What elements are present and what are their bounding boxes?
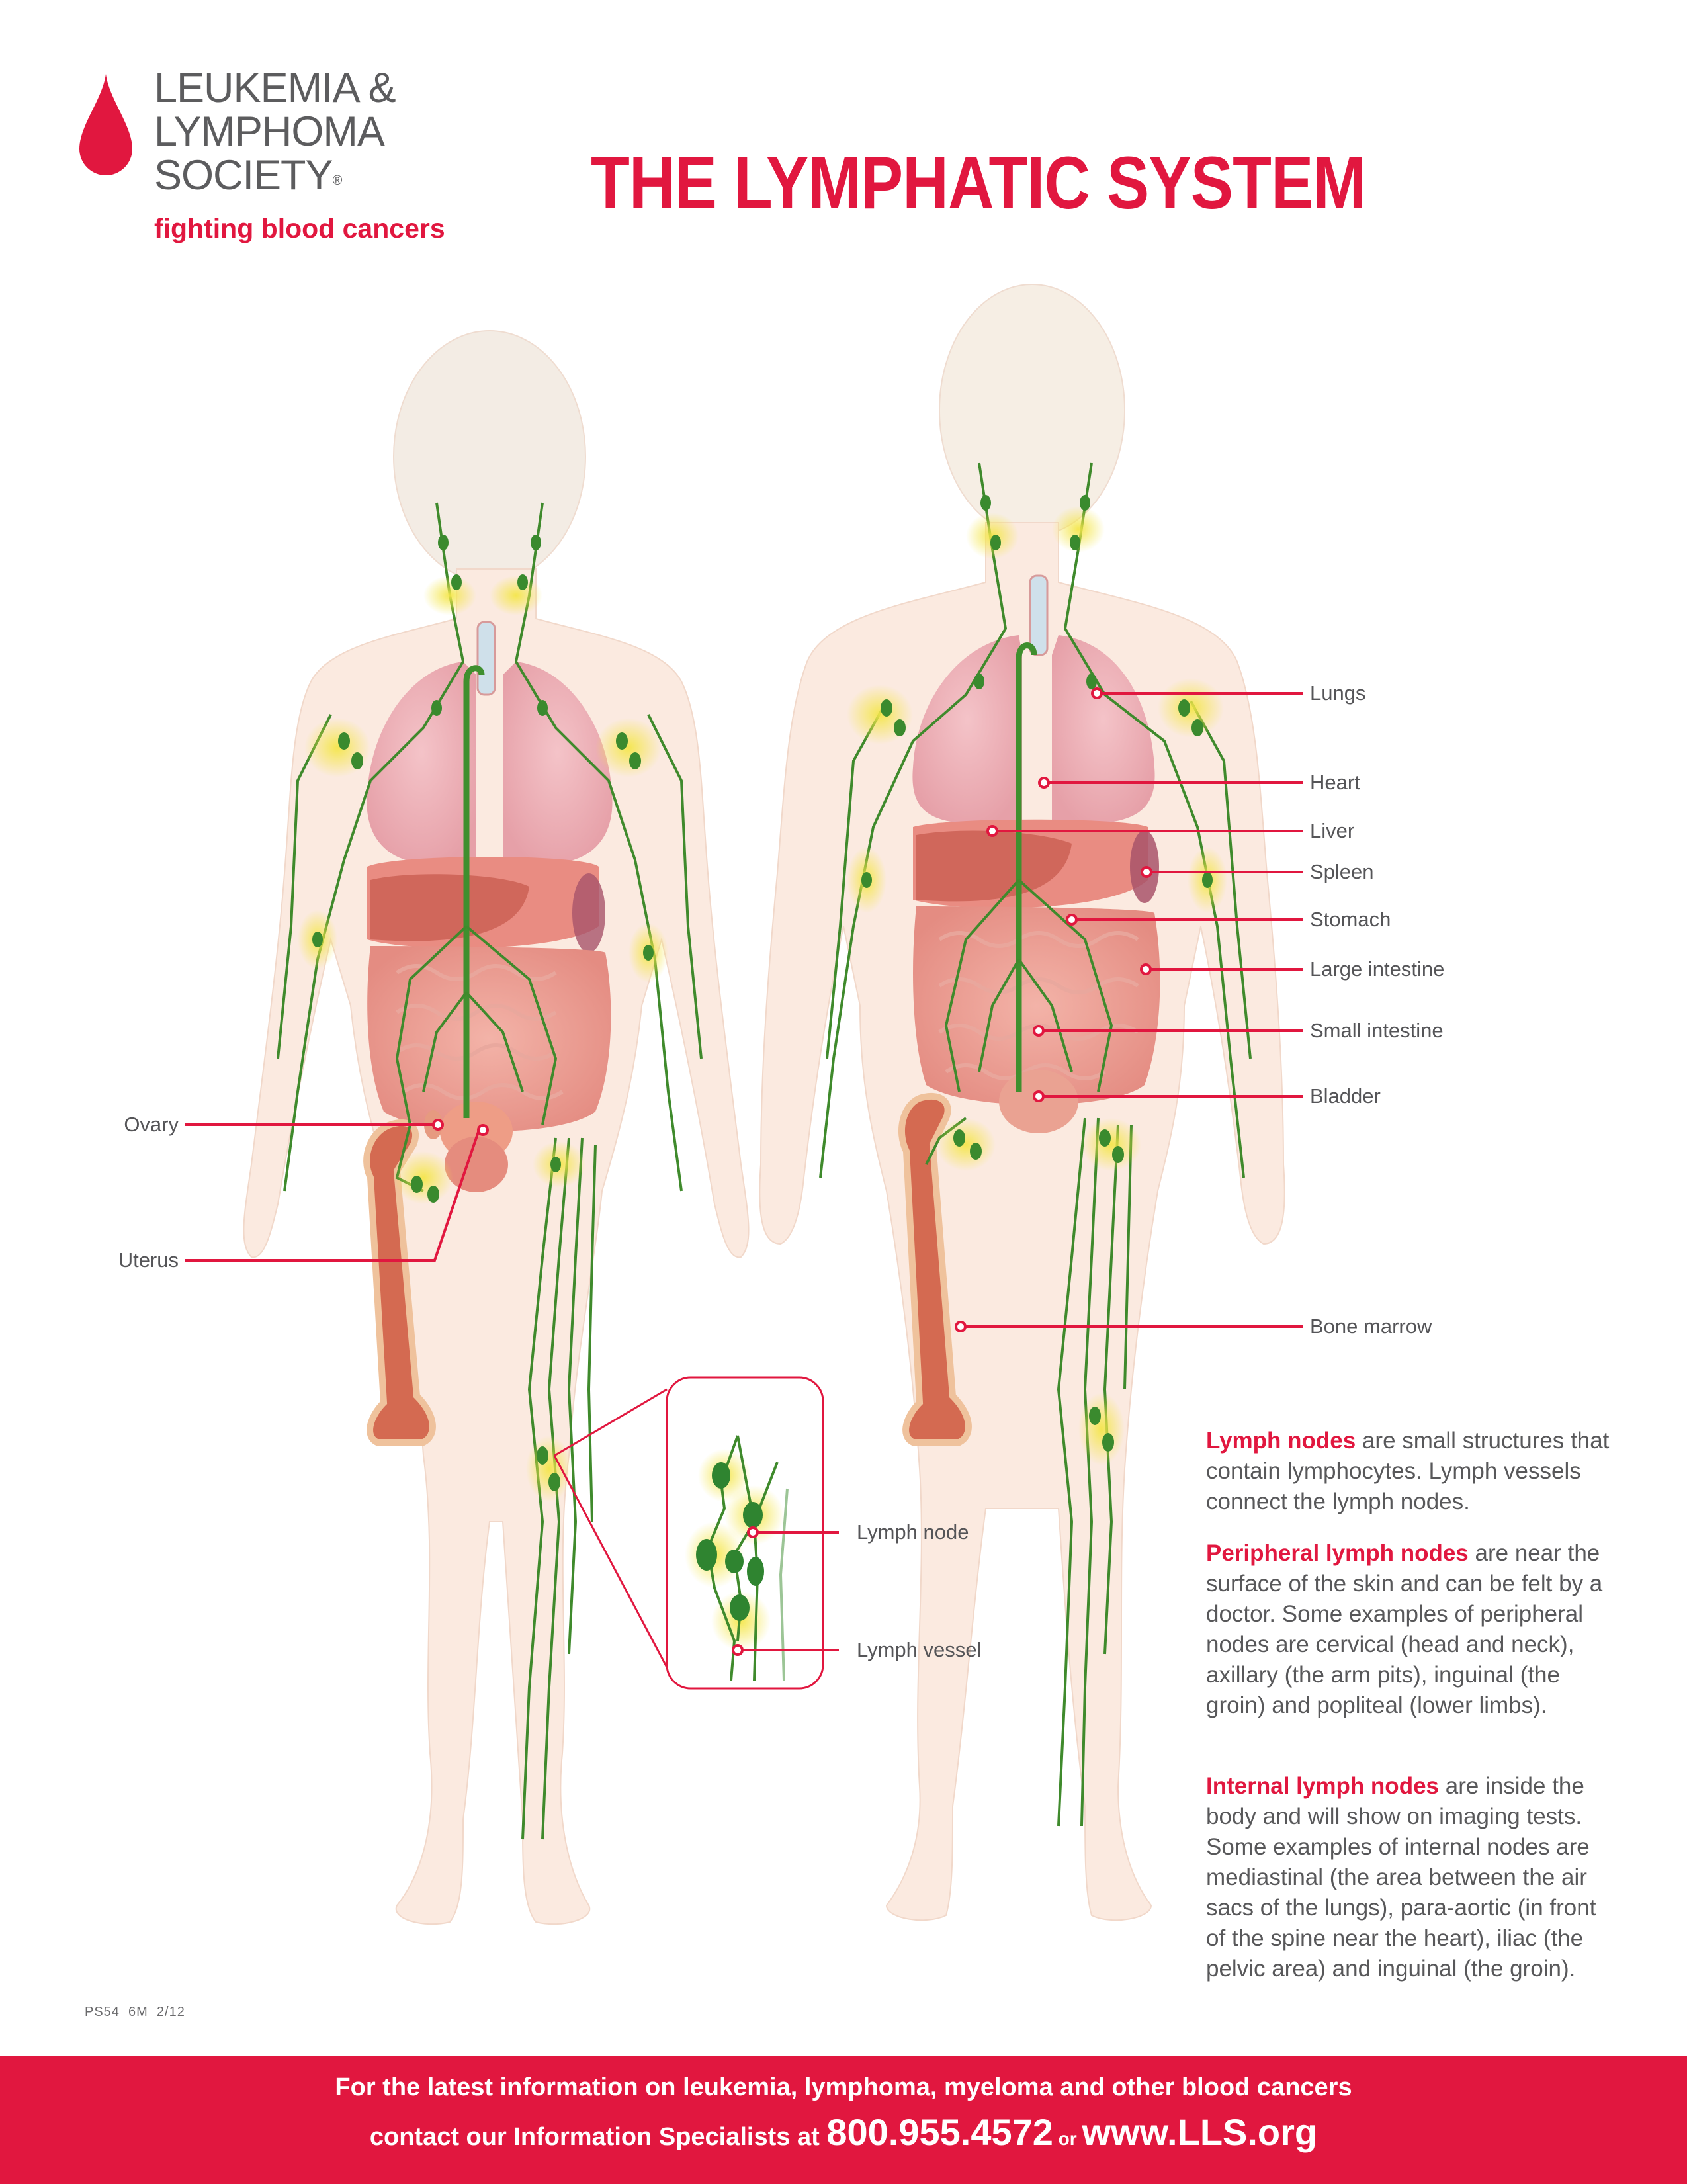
page-title: THE LYMPHATIC SYSTEM [591,142,1366,224]
footer-contact-text: contact our Information Specialists at [369,2123,827,2151]
org-line-2: LYMPHOMA [154,109,385,155]
label-bone-marrow: Bone marrow [1310,1315,1432,1338]
label-bladder: Bladder [1310,1084,1381,1108]
org-line-3: SOCIETY® [154,153,396,197]
info-peripheral-nodes-text: are near the surface of the skin and can… [1206,1540,1603,1718]
tagline: fighting blood cancers [154,213,445,243]
label-liver: Liver [1310,819,1355,842]
leader-lines [185,692,1303,1651]
footer-banner: For the latest information on leukemia, … [0,2056,1687,2184]
label-lungs: Lungs [1310,681,1366,705]
footer-line-1: For the latest information on leukemia, … [335,2074,1352,2101]
info-lymph-nodes-term: Lymph nodes [1206,1428,1356,1454]
label-ovary: Ovary [124,1113,179,1136]
organization-name: LEUKEMIA & LYMPHOMA SOCIETY® [154,66,396,197]
org-line-3-text: SOCIETY [154,152,333,198]
leader-dots [432,687,1152,1656]
label-heart: Heart [1310,771,1360,794]
label-small-intestine: Small intestine [1310,1019,1444,1042]
info-lymph-nodes-text: are small structures that contain lympho… [1206,1428,1610,1514]
label-uterus: Uterus [118,1248,179,1272]
info-internal-nodes-text: are inside the body and will show on ima… [1206,1773,1596,1982]
phone-number[interactable]: 800.955.4572 [826,2111,1053,2153]
website-link[interactable]: www.LLS.org [1082,2111,1318,2153]
footer-or: or [1053,2128,1082,2149]
lls-logo: LEUKEMIA & LYMPHOMA SOCIETY® fighting bl… [76,66,486,258]
label-lymph-vessel: Lymph vessel [857,1638,982,1661]
registered-mark: ® [332,173,343,188]
female-figure [243,330,750,1925]
info-peripheral-nodes: Peripheral lymph nodes are near the surf… [1206,1538,1616,1721]
male-figure [759,284,1285,1921]
org-line-1: LEUKEMIA & [154,65,396,111]
label-spleen: Spleen [1310,860,1374,883]
info-internal-nodes-term: Internal lymph nodes [1206,1773,1439,1799]
print-code: PS54 6M 2/12 [85,2005,185,2019]
info-peripheral-nodes-term: Peripheral lymph nodes [1206,1540,1469,1566]
blood-drop-icon [79,74,132,175]
footer-line-2: contact our Information Specialists at 8… [0,2111,1687,2154]
label-large-intestine: Large intestine [1310,957,1445,981]
label-lymph-node: Lymph node [857,1520,969,1544]
info-internal-nodes: Internal lymph nodes are inside the body… [1206,1771,1616,1984]
label-stomach: Stomach [1310,908,1391,931]
lymph-node-inset [553,1376,824,1690]
info-lymph-nodes: Lymph nodes are small structures that co… [1206,1426,1616,1517]
